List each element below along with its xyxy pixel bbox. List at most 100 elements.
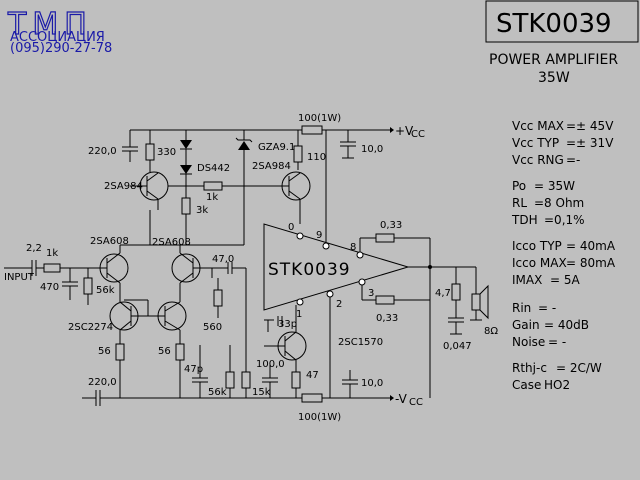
stk0039-chip xyxy=(263,223,410,311)
resistor-56-left xyxy=(115,343,125,361)
resistor-110 xyxy=(293,145,303,163)
label-cin: 2,2 xyxy=(26,243,42,254)
label-r56k-b: 56k xyxy=(208,387,227,398)
resistor-56k-input xyxy=(83,277,93,295)
spec-case-value: HO2 xyxy=(544,378,570,392)
label-r56k-a: 56k xyxy=(96,285,115,296)
label-c100: 100,0 xyxy=(256,359,285,370)
spec-rl-label: RL xyxy=(512,196,527,210)
spec-vcc-max-value: =± 45V xyxy=(566,119,614,133)
label-pin8: 8 xyxy=(350,242,356,253)
label-vcc-pos-sub: CC xyxy=(411,129,425,140)
title-subtitle: POWER AMPLIFIER xyxy=(489,52,618,68)
pin-2 xyxy=(326,290,334,298)
spec-imax-label: IMAX xyxy=(512,273,542,287)
label-c47p: 47p xyxy=(184,364,203,375)
pin-8 xyxy=(356,251,364,259)
label-c47: 47,0 xyxy=(212,254,234,265)
spec-icco-max-value: = 80mA xyxy=(566,256,616,270)
title-box xyxy=(485,0,639,43)
resistor-033-bot xyxy=(375,295,395,305)
label-pin1: 1 xyxy=(296,309,302,320)
label-pin0: 0 xyxy=(288,222,294,233)
label-vcc-neg: -V xyxy=(395,392,408,406)
resistor-1k-input xyxy=(43,263,61,273)
label-c220a: 220,0 xyxy=(88,146,117,157)
spec-rthjc-value: = 2C/W xyxy=(556,361,602,375)
label-r15k: 15k xyxy=(252,387,271,398)
resistor-3k xyxy=(181,197,191,215)
label-r033b: 0,33 xyxy=(376,313,398,324)
diode-ds442-b xyxy=(180,165,192,174)
label-r560: 560 xyxy=(203,322,222,333)
spec-rin-value: = - xyxy=(538,301,556,315)
label-vcc-neg-sub: CC xyxy=(409,397,423,408)
spec-rin-label: Rin xyxy=(512,301,531,315)
label-pin9: 9 xyxy=(316,230,322,241)
label-r3k: 3k xyxy=(196,205,208,216)
spec-noise-value: = - xyxy=(548,335,566,349)
spec-vcc-rng-label: Vcc RNG xyxy=(512,153,564,167)
resistor-033-top xyxy=(375,233,395,243)
label-c047: 0,047 xyxy=(443,341,472,352)
label-r56a: 56 xyxy=(98,346,111,357)
spec-tdh-value: =0,1% xyxy=(544,213,585,227)
diode-ds442-a xyxy=(180,140,192,149)
spec-imax-value: = 5A xyxy=(550,273,581,287)
pin-1 xyxy=(296,298,304,306)
label-r110: 110 xyxy=(307,152,326,163)
chip-label: STK0039 xyxy=(268,260,351,280)
spec-vcc-typ-label: Vcc TYP xyxy=(512,136,559,150)
pin-0 xyxy=(296,232,304,240)
pin-3 xyxy=(358,278,366,286)
spec-noise-label: Noise xyxy=(512,335,545,349)
label-r330: 330 xyxy=(157,147,176,158)
label-pin2: 2 xyxy=(336,299,342,310)
pin-9 xyxy=(322,242,330,250)
spec-gain-label: Gain xyxy=(512,318,540,332)
spec-rl-value: =8 Ohm xyxy=(534,196,584,210)
spec-vcc-typ-value: =± 31V xyxy=(566,136,614,150)
label-r-top: 100(1W) xyxy=(298,113,341,124)
spec-po-value: = 35W xyxy=(534,179,575,193)
spec-vcc-max-label: Vcc MAX xyxy=(512,119,564,133)
label-c-top: 10,0 xyxy=(361,144,383,155)
label-gza: GZA9.1 xyxy=(258,142,295,153)
spec-gain-value: = 40dB xyxy=(544,318,589,332)
spec-icco-max-label: Icco MAX xyxy=(512,256,567,270)
label-r47ohm: 4,7 xyxy=(435,288,451,299)
logo: ТМП АССОЦИАЦИЯ (095)290-27-78 xyxy=(6,6,112,56)
title-power: 35W xyxy=(538,70,570,86)
spec-vcc-rng-value: =- xyxy=(566,153,580,167)
resistor-330 xyxy=(145,143,155,161)
label-q2sa608b: 2SA608 xyxy=(152,237,191,248)
label-vcc-pos: +V xyxy=(395,124,414,138)
resistor-1k-bias xyxy=(203,181,223,191)
vcc-neg-arrow xyxy=(390,395,394,401)
label-c220b: 220,0 xyxy=(88,377,117,388)
resistor-560 xyxy=(213,289,223,307)
speaker-icon xyxy=(479,284,489,320)
label-input: INPUT xyxy=(4,272,35,283)
logo-title: ТМП xyxy=(7,7,93,42)
label-q2sa608a: 2SA608 xyxy=(90,236,129,247)
label-q2sa984a: 2SA984 xyxy=(104,181,143,192)
logo-phone: (095)290-27-78 xyxy=(10,41,112,56)
spec-icco-typ-label: Icco TYP xyxy=(512,239,562,253)
resistor-4-7 xyxy=(451,283,461,301)
vcc-pos-arrow xyxy=(390,127,394,133)
label-c33p: 33p xyxy=(278,319,297,330)
spec-rthjc-label: Rthj-c xyxy=(512,361,547,375)
part-number: STK0039 xyxy=(496,9,612,39)
spec-tdh-label: TDH xyxy=(511,213,538,227)
label-r1k-a: 1k xyxy=(206,192,218,203)
logo-association: АССОЦИАЦИЯ xyxy=(10,30,105,45)
spec-icco-typ-value: = 40mA xyxy=(566,239,616,253)
resistor-100-1w-bot xyxy=(301,393,323,403)
spec-po-label: Po xyxy=(512,179,526,193)
label-r56b: 56 xyxy=(158,346,171,357)
label-q2sc1570: 2SC1570 xyxy=(338,337,383,348)
label-ds442: DS442 xyxy=(197,163,230,174)
label-r033a: 0,33 xyxy=(380,220,402,231)
